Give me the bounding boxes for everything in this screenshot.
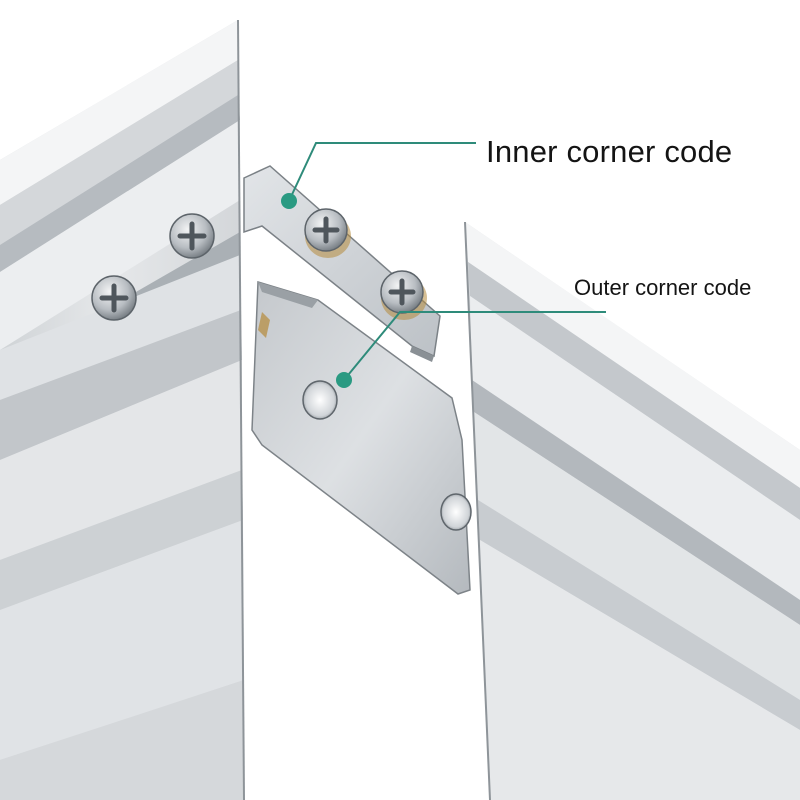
outer-corner-code-label: Outer corner code	[574, 275, 752, 300]
phillips-screw-icon	[380, 270, 427, 320]
inner-corner-leader	[281, 142, 476, 209]
phillips-screw-icon	[304, 208, 351, 258]
rivet-hole-icon	[440, 493, 472, 531]
outer-corner-leader	[336, 311, 606, 388]
inner-corner-code-label: Inner corner code	[486, 134, 733, 169]
left-profile-screws	[91, 213, 215, 321]
left-aluminum-profile	[0, 19, 245, 800]
phillips-screw-icon	[169, 213, 215, 259]
inner-corner-bracket	[243, 165, 441, 362]
phillips-screw-icon	[91, 275, 137, 321]
outer-corner-plate	[251, 281, 472, 595]
rivet-hole-icon	[302, 380, 338, 420]
right-aluminum-profile	[464, 221, 800, 800]
